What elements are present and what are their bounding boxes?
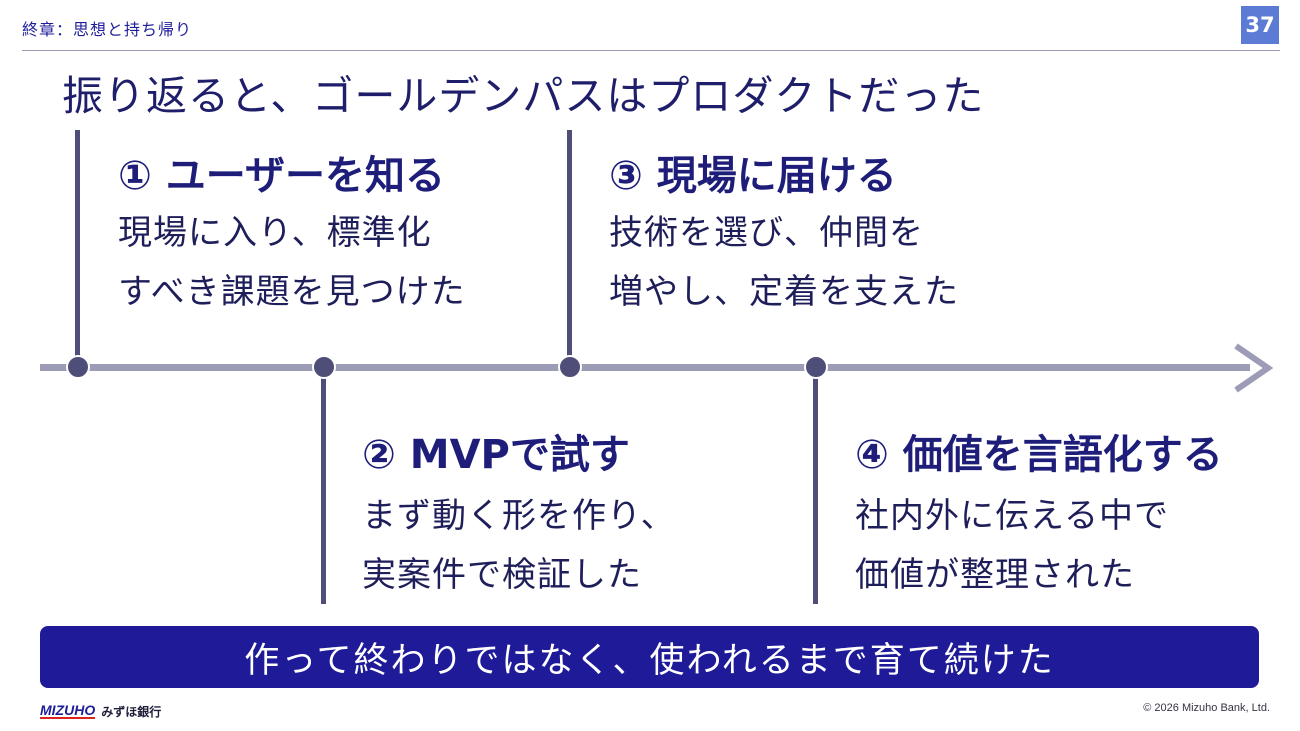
step-4-line-2: 価値が整理された <box>855 555 1135 595</box>
step-2-line-1: まず動く形を作り、 <box>362 496 676 536</box>
step-4-marker <box>804 355 828 379</box>
step-3-body: 技術を選び、仲間を 増やし、定着を支えた <box>609 204 959 322</box>
step-1-body: 現場に入り、標準化 すべき課題を見つけた <box>118 204 466 322</box>
step-2-title: ② MVPで試す <box>362 432 630 478</box>
timeline-line <box>40 364 1250 371</box>
step-2-marker <box>312 355 336 379</box>
timeline-arrow-icon <box>1234 343 1274 393</box>
step-1-marker <box>66 355 90 379</box>
step-4-line-1: 社内外に伝える中で <box>855 496 1169 536</box>
step-2-line-2: 実案件で検証した <box>362 555 642 595</box>
step-4-body: 社内外に伝える中で 価値が整理された <box>855 487 1169 605</box>
step-2-body: まず動く形を作り、 実案件で検証した <box>362 487 676 605</box>
section-label: 終章：思想と持ち帰り <box>22 20 193 39</box>
company-logo: MIZUHO みずほ銀行 <box>40 700 161 722</box>
logo-mark: MIZUHO <box>40 702 96 719</box>
step-1-connector <box>75 130 80 368</box>
step-3-marker <box>558 355 582 379</box>
logo-text: みずほ銀行 <box>101 704 162 719</box>
step-3-line-1: 技術を選び、仲間を <box>609 213 924 253</box>
header-rule <box>22 50 1280 51</box>
step-1-line-2: すべき課題を見つけた <box>118 272 466 312</box>
step-4-title: ④ 価値を言語化する <box>855 432 1223 478</box>
step-3-connector <box>567 130 572 368</box>
step-3-line-2: 増やし、定着を支えた <box>609 272 959 312</box>
step-1-title: ① ユーザーを知る <box>118 153 445 199</box>
page-number: 37 <box>1241 6 1279 44</box>
step-4-connector <box>813 367 818 604</box>
step-3-title: ③ 現場に届ける <box>609 153 897 199</box>
summary-banner: 作って終わりではなく、使われるまで育て続けた <box>40 626 1259 688</box>
step-1-line-1: 現場に入り、標準化 <box>118 213 432 253</box>
step-2-connector <box>321 367 326 604</box>
slide-title: 振り返ると、ゴールデンパスはプロダクトだった <box>62 72 985 120</box>
copyright: © 2026 Mizuho Bank, Ltd. <box>1143 702 1270 714</box>
